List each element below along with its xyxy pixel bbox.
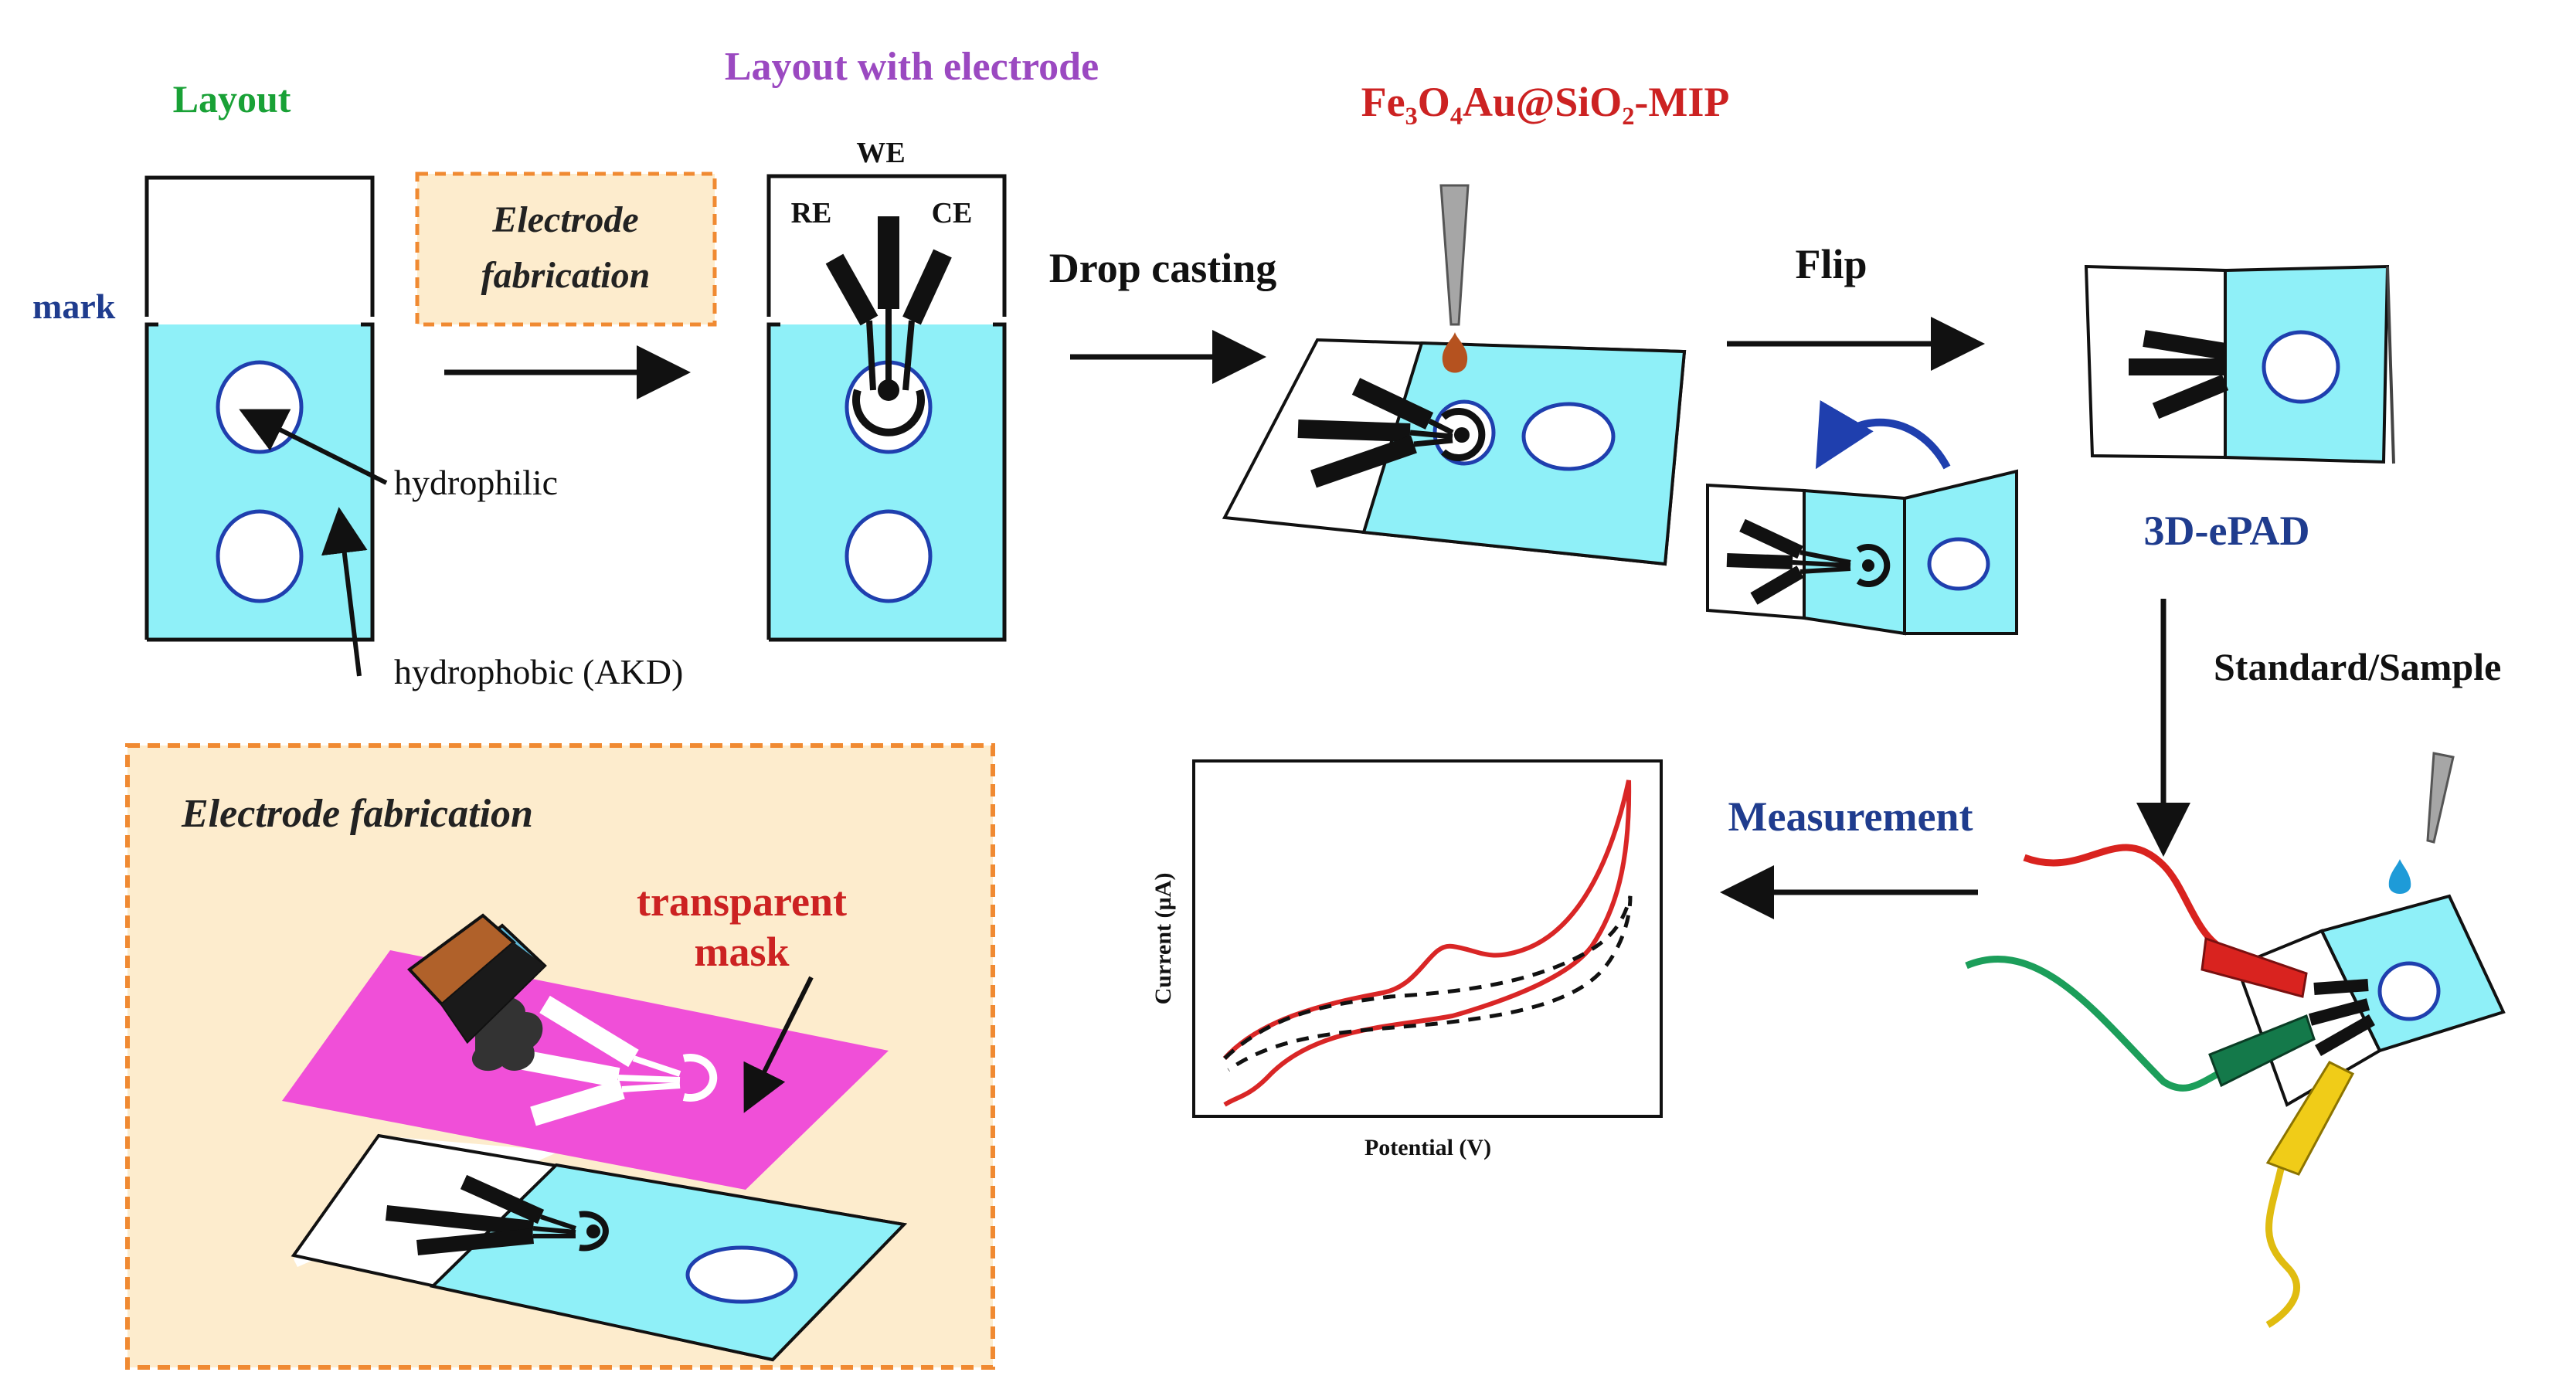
electrode-fabrication-step-line2: fabrication <box>481 255 651 296</box>
hydrophobic-pointer <box>321 507 368 677</box>
squeegee-icon <box>407 913 547 1072</box>
we-label: WE <box>856 137 905 169</box>
x-axis-label: Potential (V) <box>1364 1135 1491 1160</box>
layout-with-electrode-paper <box>766 174 1007 642</box>
re-label: RE <box>791 197 832 229</box>
hydrophobic-label: hydrophobic (AKD) <box>394 652 683 691</box>
layout-title: Layout <box>173 77 291 121</box>
measurement-setup <box>1965 844 2506 1328</box>
three-electrode-system <box>825 216 952 436</box>
transparent-mask-label-line2: mask <box>694 929 789 975</box>
mask-pointer <box>743 976 814 1113</box>
flip-label: Flip <box>1795 241 1867 287</box>
layout-paper <box>144 175 375 642</box>
drop-casting-paper <box>1222 338 1687 566</box>
plot-frame <box>1192 759 1663 1118</box>
transparent-mask-label-line1: transparent <box>637 878 847 925</box>
epad-device <box>2084 264 2395 464</box>
mark-label: mark <box>32 287 116 326</box>
epad-label: 3D-ePAD <box>2144 508 2310 554</box>
electrode-fabrication-panel-title: Electrode fabrication <box>181 792 533 836</box>
layout-electrode-title: Layout with electrode <box>725 45 1099 89</box>
alligator-clip-icon <box>2200 936 2308 998</box>
cv-plot: Current (µA) Potential (V) <box>1150 759 1663 1160</box>
pipette-icon <box>1439 184 1470 373</box>
curved-arrow-icon <box>1815 400 1951 470</box>
standard-sample-label: Standard/Sample <box>2214 645 2501 688</box>
drop-casting-label: Drop casting <box>1049 245 1277 291</box>
y-axis-label: Current (µA) <box>1150 873 1176 1005</box>
electrode-fabrication-step-box <box>415 172 717 327</box>
electrode-fabrication-step-line1: Electrode <box>491 199 638 240</box>
mip-title: Fe₃O₄Au@SiO₂-MIP <box>1361 79 1730 125</box>
folding-paper <box>1706 469 2018 636</box>
measurement-label: Measurement <box>1728 793 1973 840</box>
hydrophilic-label: hydrophilic <box>394 463 558 502</box>
electrode-fabrication-panel <box>125 743 995 1370</box>
pipette-icon <box>2388 752 2455 894</box>
hydrophilic-pointer <box>239 409 388 485</box>
cv-curve-blank <box>1223 895 1633 1072</box>
ce-label: CE <box>932 197 973 229</box>
